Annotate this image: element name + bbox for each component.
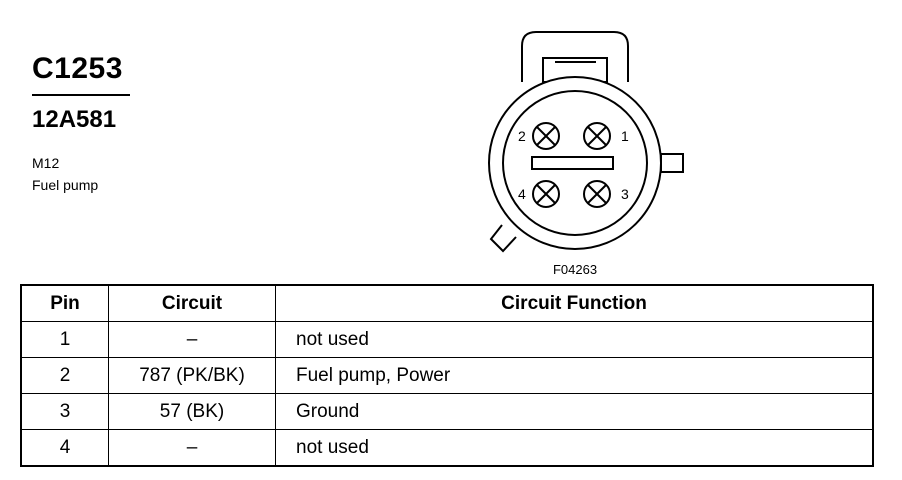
pin-cell: 3 bbox=[20, 393, 109, 430]
connector-id: C1253 bbox=[32, 52, 123, 85]
connector-body-inner bbox=[502, 90, 648, 236]
connector-latch bbox=[521, 31, 629, 82]
connector-body-outer bbox=[488, 76, 662, 250]
pin-cavity-2 bbox=[532, 122, 560, 150]
table-row: 3 57 (BK) Ground bbox=[20, 393, 874, 430]
circuit-cell: 787 (PK/BK) bbox=[108, 357, 276, 394]
function-cell: not used bbox=[275, 321, 874, 358]
header-circuit: Circuit bbox=[108, 284, 276, 322]
table-row: 2 787 (PK/BK) Fuel pump, Power bbox=[20, 357, 874, 394]
circuit-cell: 57 (BK) bbox=[108, 393, 276, 430]
component-name: Fuel pump bbox=[32, 177, 99, 193]
table-row: 4 – not used bbox=[20, 429, 874, 467]
pinout-table: Pin Circuit Circuit Function 1 – not use… bbox=[20, 284, 874, 467]
function-cell: Ground bbox=[275, 393, 874, 430]
pin-cavity-3 bbox=[583, 180, 611, 208]
connector-face-diagram: 2 1 4 3 bbox=[488, 31, 684, 253]
key-tab bbox=[660, 153, 684, 173]
header-circuit-function: Circuit Function bbox=[275, 284, 874, 322]
pin-label-2: 2 bbox=[518, 128, 526, 144]
figure-code: F04263 bbox=[552, 262, 598, 277]
pin-label-3: 3 bbox=[621, 186, 629, 202]
pin-cell: 1 bbox=[20, 321, 109, 358]
pin-label-4: 4 bbox=[518, 186, 526, 202]
pin-cell: 4 bbox=[20, 429, 109, 467]
circuit-cell: – bbox=[108, 321, 276, 358]
table-header-row: Pin Circuit Circuit Function bbox=[20, 284, 874, 322]
pin-label-1: 1 bbox=[621, 128, 629, 144]
connector-id-underline bbox=[32, 94, 130, 96]
location-code: M12 bbox=[32, 155, 60, 171]
header-pin: Pin bbox=[20, 284, 109, 322]
function-cell: not used bbox=[275, 429, 874, 467]
lower-key bbox=[489, 224, 517, 253]
pin-cavity-4 bbox=[532, 180, 560, 208]
pin-cell: 2 bbox=[20, 357, 109, 394]
table-row: 1 – not used bbox=[20, 321, 874, 358]
function-cell: Fuel pump, Power bbox=[275, 357, 874, 394]
center-bar bbox=[531, 156, 614, 170]
pin-cavity-1 bbox=[583, 122, 611, 150]
part-number: 12A581 bbox=[32, 106, 117, 133]
circuit-cell: – bbox=[108, 429, 276, 467]
